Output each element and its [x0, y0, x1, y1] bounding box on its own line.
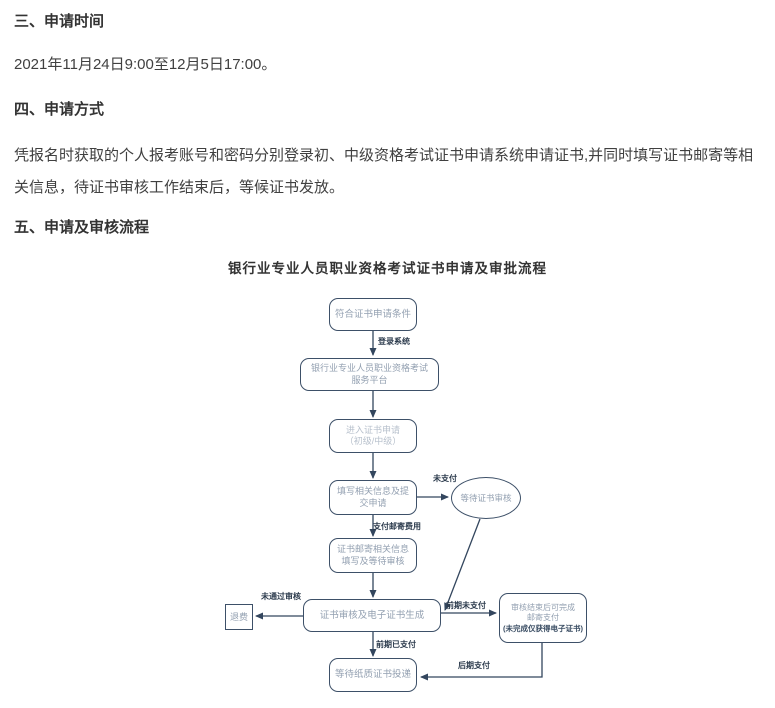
flow-node-certificate-entry: 进入证书申请 （初级/中级） [329, 419, 417, 453]
flow-edge-label-pay-mailing-fee: 支付邮寄费用 [373, 522, 421, 531]
flow-edge-label-early-paid: 前期已支付 [376, 640, 416, 649]
flow-node-certificate-entry-line2: （初级/中级） [344, 436, 402, 446]
flow-node-service-platform-line1: 银行业专业人员职业资格考试 [310, 363, 428, 373]
flow-node-mailing-info-line2: 填写及等待审核 [341, 555, 405, 566]
flow-edge-label-unpaid: 未支付 [433, 474, 457, 483]
flow-edge-label-review-failed: 未通过审核 [261, 592, 301, 601]
flowchart-connectors [255, 331, 543, 681]
flow-node-refund: 退费 [225, 604, 253, 630]
flow-node-eligibility-label: 符合证书申请条件 [334, 308, 411, 320]
flow-node-paper-delivery: 等待纸质证书投递 [329, 658, 417, 692]
flow-node-fill-info-line2: 交申请 [359, 497, 387, 508]
flow-node-late-payment-line2: 邮寄支付 [527, 612, 559, 622]
flowchart-title: 银行业专业人员职业资格考试证书申请及审批流程 [228, 261, 547, 276]
flow-edge-label-early-unpaid: 前期未支付 [446, 601, 486, 610]
flow-node-fill-info-line1: 填写相关信息及提 [336, 486, 409, 496]
flow-node-late-payment: 审核结束后可完成 邮寄支付 (未完成仅获得电子证书) [499, 593, 587, 643]
flow-edge-label-login: 登录系统 [378, 337, 410, 346]
flow-node-review-ecert: 证书审核及电子证书生成 [303, 599, 441, 632]
flow-node-paper-delivery-label: 等待纸质证书投递 [334, 669, 411, 680]
flow-node-review-ecert-label: 证书审核及电子证书生成 [319, 609, 425, 621]
flow-node-fill-info: 填写相关信息及提 交申请 [329, 480, 417, 515]
flow-node-late-payment-note: (未完成仅获得电子证书) [503, 623, 583, 633]
application-flowchart: 银行业专业人员职业资格考试证书申请及审批流程 [14, 245, 761, 708]
application-time-text: 2021年11月24日9:00至12月5日17:00。 [14, 56, 277, 73]
section-heading-process: 五、申请及审核流程 [14, 219, 150, 236]
flow-node-eligibility: 符合证书申请条件 [329, 298, 417, 331]
flow-node-service-platform: 银行业专业人员职业资格考试 服务平台 [300, 358, 439, 391]
flow-edge-label-late-paid: 后期支付 [458, 661, 490, 670]
flow-node-wait-review-label: 等待证书审核 [460, 493, 512, 503]
application-method-text: 凭报名时获取的个人报考账号和密码分别登录初、中级资格考试证书申请系统申请证书,并… [14, 147, 754, 196]
flow-node-mailing-info: 证书邮寄相关信息 填写及等待审核 [329, 538, 417, 573]
flow-node-mailing-info-line1: 证书邮寄相关信息 [336, 544, 409, 554]
flow-node-wait-review: 等待证书审核 [451, 477, 521, 519]
flow-node-service-platform-line2: 服务平台 [351, 374, 388, 385]
flow-node-certificate-entry-line1: 进入证书申请 [345, 424, 400, 435]
section-heading-method: 四、申请方式 [14, 101, 105, 118]
section-heading-time: 三、申请时间 [14, 13, 105, 30]
flow-node-refund-label: 退费 [229, 612, 248, 622]
flow-node-late-payment-line1: 审核结束后可完成 [511, 602, 575, 612]
